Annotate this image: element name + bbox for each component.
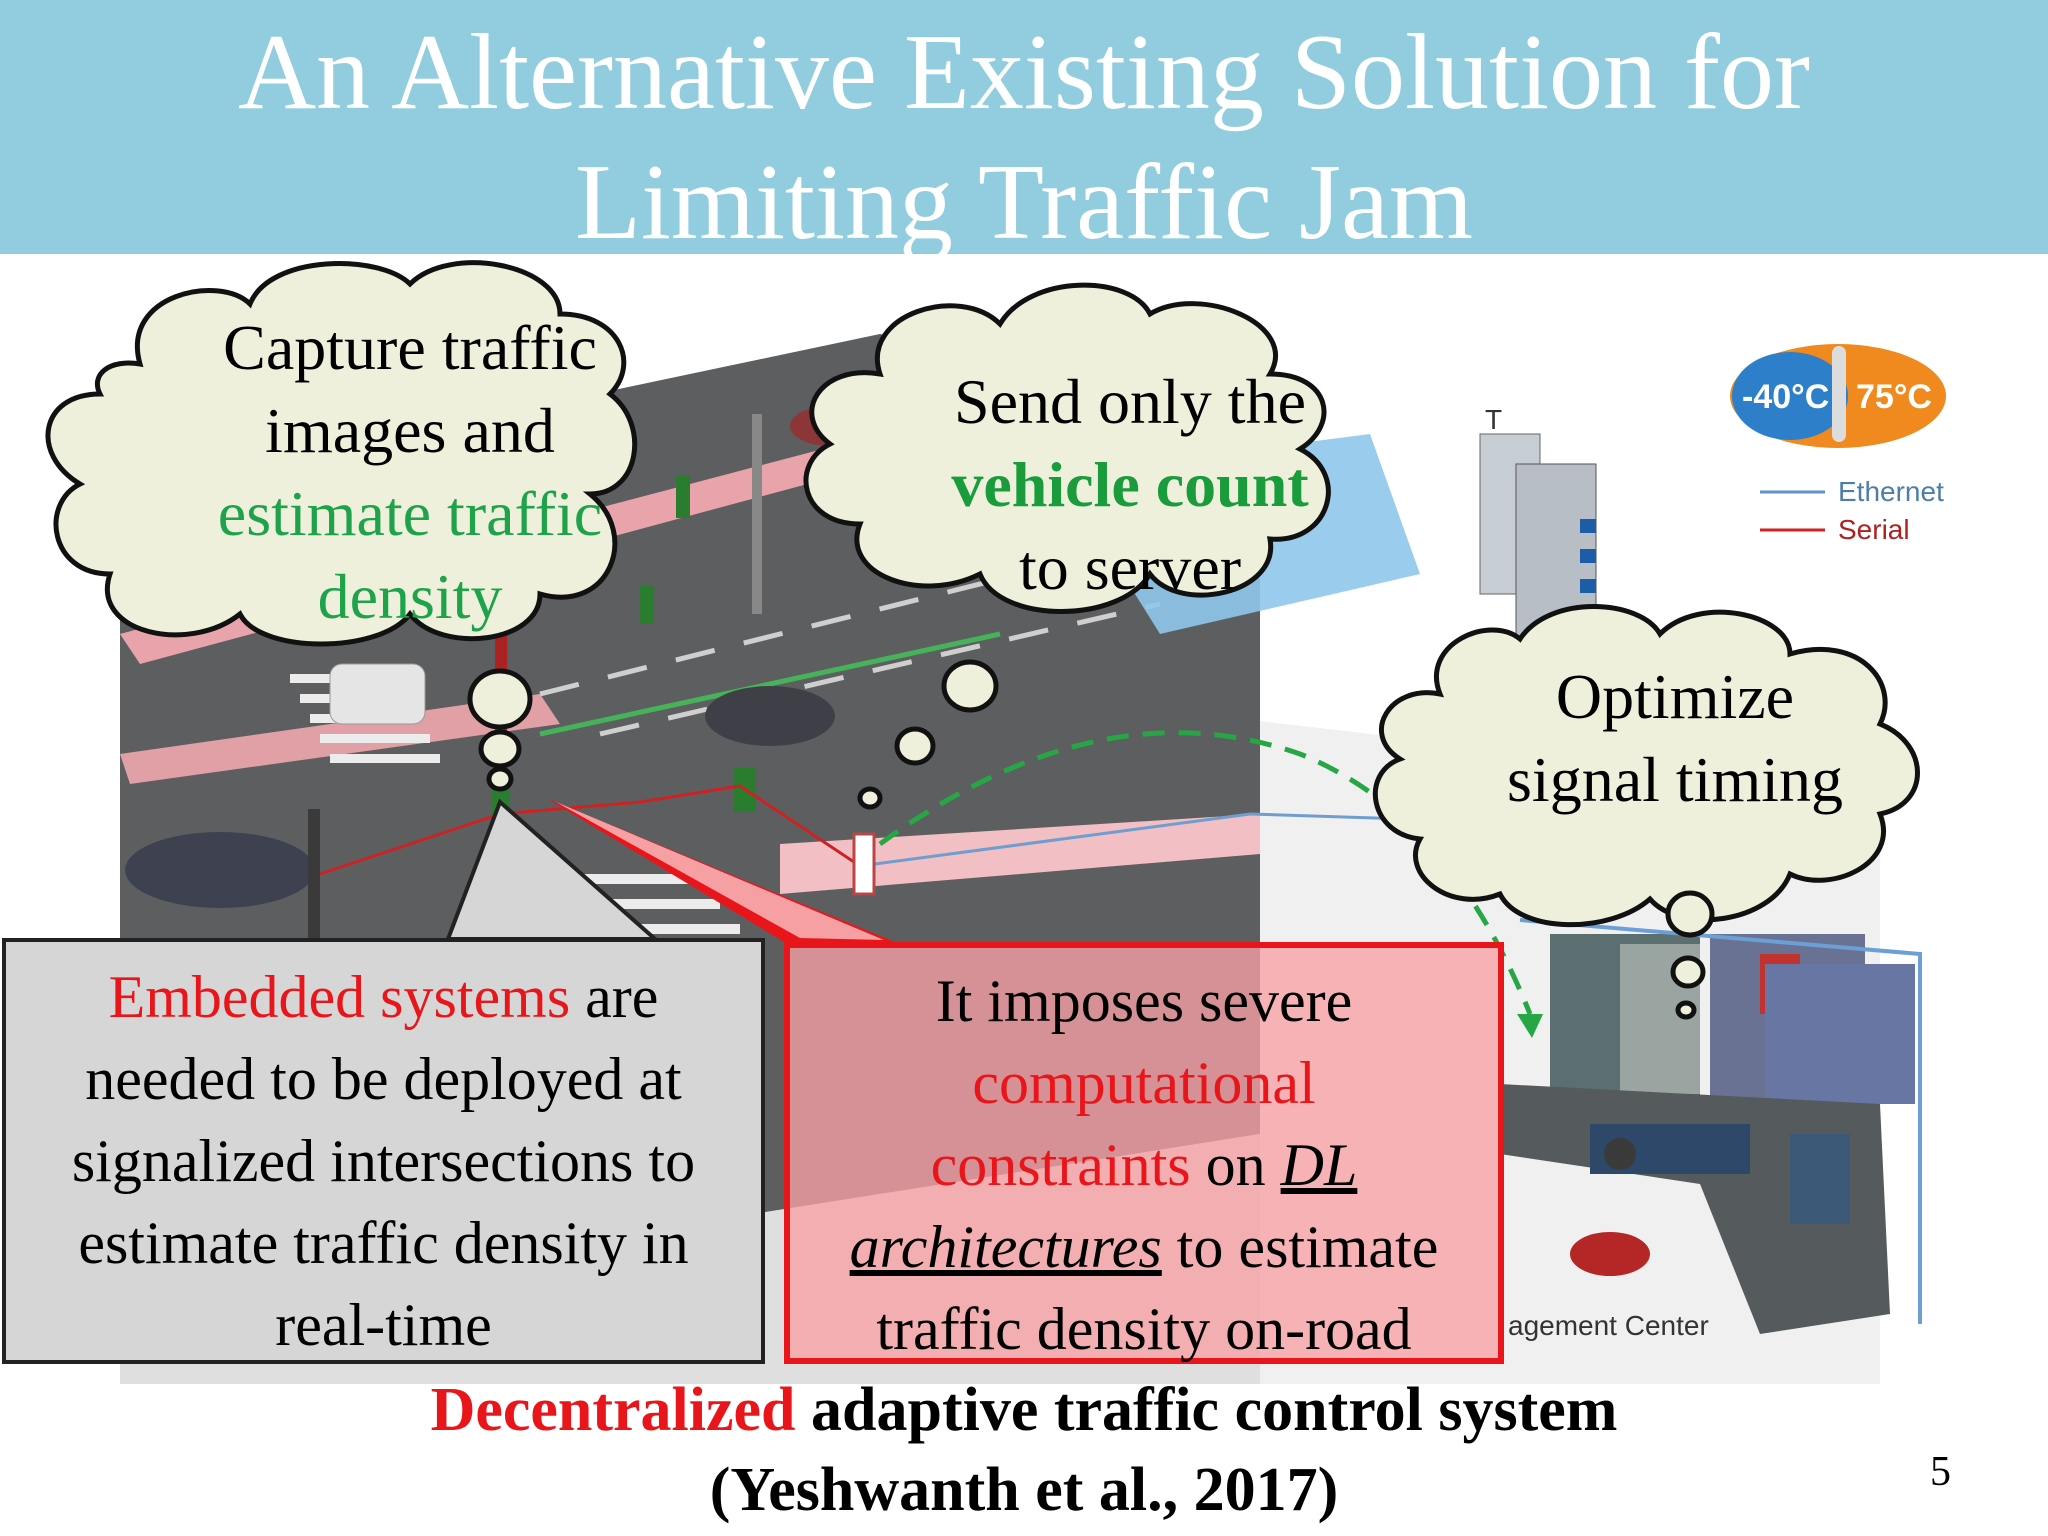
temperature-low-label: -40°C — [1742, 378, 1830, 416]
red-line5: traffic density on-road — [876, 1296, 1412, 1362]
bubble-3-cloud — [1372, 604, 1920, 928]
car-sedan — [705, 686, 835, 746]
caption-line: Decentralized adaptive traffic control s… — [0, 1370, 2048, 1450]
bubble-capture-line3: estimate traffic — [217, 478, 603, 549]
architectures-word: architectures — [849, 1214, 1162, 1280]
bubble-send-line2: vehicle count — [951, 449, 1309, 520]
mgmt-frame-line — [1519, 918, 1922, 1324]
thought-bubble-optimize — [1372, 604, 1920, 1020]
bubble-2-dot-3 — [857, 786, 883, 810]
gray-line4: estimate traffic density in — [78, 1210, 689, 1276]
operator-head — [1604, 1138, 1636, 1170]
title-bar — [0, 0, 2048, 254]
lane-line-2 — [599, 601, 1161, 737]
red-line3-mid: on — [1190, 1132, 1281, 1198]
constraints-text: It imposes severe computational constrai… — [790, 960, 1498, 1370]
bubble-1-dot-3 — [486, 766, 514, 792]
dl-word: DL — [1280, 1132, 1358, 1198]
bubble-2-cloud — [803, 282, 1331, 614]
gray-line1: Embedded systems are — [6, 956, 761, 1038]
ethernet-label: Ethernet — [1838, 476, 1944, 507]
red-line4: architectures to estimate — [790, 1206, 1498, 1288]
red-callout-pointer-fill — [556, 802, 884, 940]
green-divider — [539, 631, 1001, 737]
gray-line2: needed to be deployed at — [85, 1046, 682, 1112]
van-white — [329, 663, 426, 725]
console-monitor-side — [1790, 1134, 1850, 1224]
bubble-send-line1: Send only the — [954, 366, 1306, 437]
bubble-1-dot-1 — [467, 668, 533, 730]
pole-street — [752, 414, 762, 614]
title-line-2: Limiting Traffic Jam — [574, 143, 1473, 262]
gray-line5: real-time — [275, 1292, 492, 1358]
bubble-capture-line4: density — [317, 561, 503, 632]
bubble-send-text: Send only the vehicle count to server — [880, 360, 1380, 609]
bubble-capture-line2: images and — [265, 395, 555, 466]
car-convertible — [125, 832, 315, 908]
embedded-systems-text: Embedded systems are needed to be deploy… — [6, 956, 761, 1366]
red-line1: It imposes severe — [935, 968, 1353, 1034]
sidewalk-right — [780, 814, 1260, 894]
gray-line1-rest: are — [570, 964, 659, 1030]
embedded-systems-phrase: Embedded systems — [108, 964, 571, 1030]
bubble-2-dot-2 — [894, 726, 936, 766]
embedded-systems-box — [2, 938, 765, 1364]
gray-line3: signalized intersections to — [71, 1128, 696, 1194]
roadside-cabinet — [852, 832, 876, 896]
citation: (Yeshwanth et al., 2017) — [709, 1456, 1339, 1524]
red-line3: constraints on DL — [790, 1124, 1498, 1206]
signal-light-2 — [640, 586, 654, 624]
operator-chair — [1570, 1232, 1650, 1276]
wire-red — [319, 784, 861, 876]
bubble-3-dot-1 — [1665, 890, 1715, 938]
traffic-scene-illustration — [0, 254, 2048, 1384]
red-callout-pointer — [548, 799, 900, 944]
bubble-optimize-line1: Optimize — [1555, 661, 1795, 732]
temperature-badge-cold — [1732, 352, 1848, 440]
caption-rest: adaptive traffic control system — [795, 1376, 1618, 1444]
serial-label: Serial — [1838, 514, 1910, 545]
bubble-3-dot-2 — [1670, 955, 1706, 989]
bubble-optimize-text: Optimize signal timing — [1440, 655, 1910, 821]
constraints-word: constraints — [930, 1132, 1191, 1198]
caption-red-word: Decentralized — [430, 1376, 796, 1444]
lane-line-1 — [539, 551, 1101, 697]
constraints-box — [784, 942, 1504, 1364]
management-center-label: agement Center — [1508, 1310, 1709, 1341]
red-line4-rest: to estimate — [1161, 1214, 1439, 1280]
dashed-arrow-head — [1517, 1014, 1543, 1038]
thought-bubble-capture — [45, 260, 638, 792]
slide-title: An Alternative Existing Solution for Lim… — [0, 8, 2048, 268]
bubble-optimize-line2: signal timing — [1507, 744, 1843, 815]
bubble-capture-text: Capture traffic images and estimate traf… — [150, 306, 670, 638]
page-number: 5 — [1930, 1449, 1951, 1495]
bubble-3-dot-3 — [1675, 1000, 1697, 1020]
thermometer-icon — [1832, 346, 1846, 442]
red-line2: computational — [972, 1050, 1316, 1116]
thought-bubble-send — [803, 282, 1331, 810]
title-line-1: An Alternative Existing Solution for — [238, 13, 1810, 132]
signal-light-1 — [676, 476, 690, 518]
temperature-high-label: 75°C — [1856, 378, 1932, 416]
bubble-1-dot-2 — [478, 729, 522, 769]
bubble-1-cloud — [45, 260, 638, 647]
video-screen-3 — [1765, 964, 1915, 1104]
cut-off-letter: T — [1485, 404, 1503, 435]
bubble-send-line3: to server — [1018, 532, 1242, 603]
bubble-capture-line1: Capture traffic — [223, 312, 597, 383]
bubble-2-dot-1 — [941, 659, 999, 713]
dashed-arrow — [878, 730, 1533, 1015]
